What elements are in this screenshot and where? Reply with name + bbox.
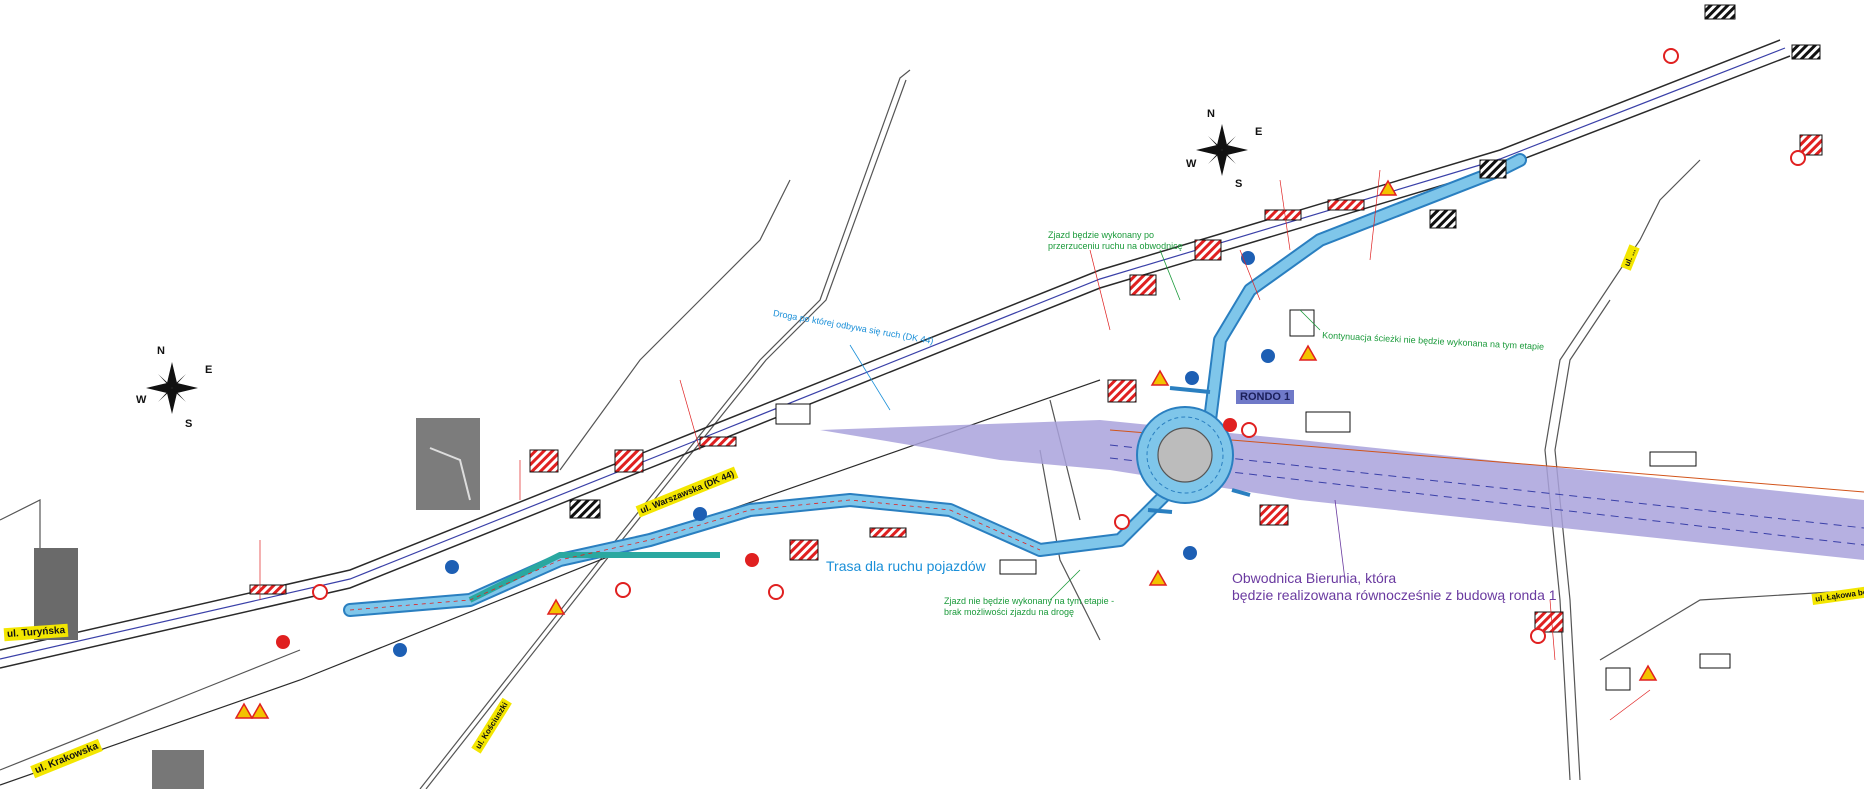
warning-sign-icon — [1150, 369, 1170, 386]
annotation-route: Trasa dla ruchu pojazdów — [826, 558, 986, 574]
barrier-icon — [1791, 44, 1821, 60]
speed-limit-icon — [1530, 628, 1546, 644]
barrier-icon — [1327, 199, 1365, 211]
compass-north-label: N — [1207, 108, 1215, 120]
warning-sign-icon — [1148, 569, 1168, 586]
blue-sign-icon — [393, 643, 407, 657]
annotation-line: Zjazd nie będzie wykonany na tym etapie … — [944, 596, 1115, 606]
barrier-icon — [699, 436, 737, 447]
annotation-bypass: Obwodnica Bierunia, która będzie realizo… — [1232, 570, 1557, 604]
dk44-road — [0, 39, 1791, 786]
barrier-icon — [1799, 134, 1823, 156]
annotation-line: Zjazd będzie wykonany po — [1048, 230, 1155, 240]
blue-sign-icon — [693, 507, 707, 521]
leader-lines — [259, 169, 1651, 721]
blue-sign-icon — [445, 560, 459, 574]
speed-limit-icon — [1114, 514, 1130, 530]
annotation-line: przerzuceniu ruchu na obwodnicę — [1048, 241, 1183, 251]
annotation-exit-after: Zjazd będzie wykonany po przerzuceniu ru… — [1048, 230, 1183, 252]
compass-east-label: E — [205, 364, 213, 376]
speed-limit-icon — [1663, 48, 1679, 64]
compass-west-label: W — [136, 394, 147, 406]
warning-sign-icon — [1638, 664, 1658, 681]
annotation-line: Obwodnica Bierunia, która — [1232, 570, 1397, 586]
barrier-icon — [1194, 239, 1222, 261]
compass-south-label: S — [1235, 178, 1243, 190]
barrier-icon — [249, 584, 287, 595]
blue-sign-icon — [1261, 349, 1275, 363]
annotation-pointers — [849, 249, 1346, 601]
warning-sign-icon — [234, 702, 254, 719]
barrier-icon — [569, 499, 601, 519]
warning-sign-icon — [546, 598, 566, 615]
barrier-icon — [1107, 379, 1137, 403]
blue-sign-icon — [1183, 546, 1197, 560]
barrier-icon — [1129, 274, 1157, 296]
traffic-signs — [234, 4, 1823, 719]
compass-rose-icon — [146, 362, 198, 414]
warning-sign-icon — [1378, 179, 1398, 196]
barrier-icon — [1264, 209, 1302, 221]
background-roads — [0, 69, 1864, 789]
speed-limit-icon — [312, 584, 328, 600]
barrier-icon — [1429, 209, 1457, 229]
speed-limit-icon — [1223, 418, 1237, 432]
barrier-icon — [789, 539, 819, 561]
speed-limit-icon — [1790, 150, 1806, 166]
warning-sign-icon — [1298, 344, 1318, 361]
barrier-icon — [1259, 504, 1289, 526]
barrier-icon — [869, 527, 907, 538]
annotation-line: brak możliwości zjazdu na drogę — [944, 607, 1075, 617]
annotation-line: będzie realizowana równocześnie z budową… — [1232, 587, 1557, 603]
blue-sign-icon — [1185, 371, 1199, 385]
warning-sign-icon — [250, 702, 270, 719]
compass-north-label: N — [157, 345, 165, 357]
compass-west-label: W — [1186, 158, 1197, 170]
barrier-icon — [529, 449, 559, 473]
roundabout-icon — [1136, 386, 1251, 514]
speed-limit-icon — [745, 553, 759, 567]
barrier-icon — [614, 449, 644, 473]
compass-south-label: S — [185, 418, 193, 430]
roundabout-label: RONDO 1 — [1236, 390, 1295, 404]
bypass-road — [820, 420, 1864, 560]
compass-rose-icon — [1196, 124, 1248, 176]
traffic-route — [343, 153, 1527, 617]
speed-limit-icon — [615, 582, 631, 598]
info-plates — [775, 309, 1731, 691]
barrier-icon — [1704, 4, 1736, 20]
speed-limit-icon — [276, 635, 290, 649]
speed-limit-icon — [1241, 422, 1257, 438]
speed-limit-icon — [768, 584, 784, 600]
barrier-icon — [1534, 611, 1564, 633]
annotation-exit-not-built: Zjazd nie będzie wykonany na tym etapie … — [944, 596, 1114, 618]
compass-east-label: E — [1255, 126, 1263, 138]
barrier-icon — [1479, 159, 1507, 179]
